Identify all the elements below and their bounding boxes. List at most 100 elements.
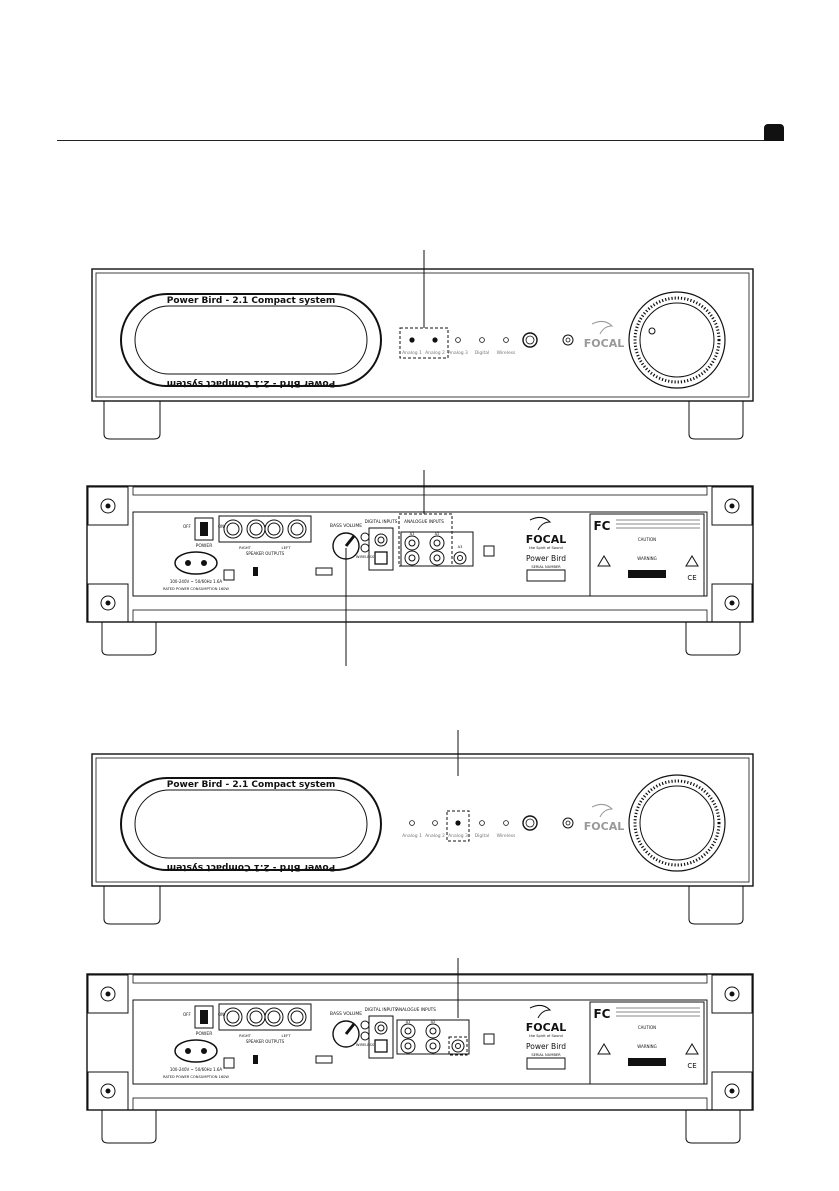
corner-tr <box>711 486 753 526</box>
led-wireless <box>503 337 509 343</box>
svg-text:RIGHT: RIGHT <box>239 545 252 550</box>
svg-text:FOCAL: FOCAL <box>526 1021 566 1034</box>
select-button <box>522 332 538 348</box>
svg-text:RATED POWER CONSUMPTION 160W: RATED POWER CONSUMPTION 160W <box>163 1075 229 1079</box>
svg-text:ANALOGUE INPUTS: ANALOGUE INPUTS <box>404 519 444 524</box>
svg-text:WARNING: WARNING <box>637 556 657 561</box>
svg-text:A2: A2 <box>431 1020 436 1024</box>
svg-text:LEFT: LEFT <box>282 545 292 550</box>
svg-text:FC: FC <box>593 1007 610 1021</box>
svg-text:CE: CE <box>687 1062 696 1070</box>
svg-text:Power Bird - 2.1 Compact syste: Power Bird - 2.1 Compact system <box>167 862 336 872</box>
page-tab-marker <box>764 124 784 141</box>
svg-text:Analog 1: Analog 1 <box>402 833 422 839</box>
foot-right <box>685 622 741 656</box>
svg-text:WIRELESS: WIRELESS <box>356 1043 375 1047</box>
chassis <box>86 485 754 623</box>
svg-text:Power Bird: Power Bird <box>526 554 566 563</box>
svg-text:POWER: POWER <box>196 1031 213 1037</box>
display-title-bottom: Power Bird - 2.1 Compact system <box>167 378 336 388</box>
bird-logo-icon <box>591 320 614 335</box>
front-panel-figure-2: Power Bird - 2.1 Compact system Power Bi… <box>91 730 754 925</box>
svg-text:Power Bird - 2.1 Compact syste: Power Bird - 2.1 Compact system <box>167 780 336 790</box>
svg-text:the Spirit of Sound: the Spirit of Sound <box>529 1034 563 1038</box>
speaker-outputs <box>218 515 312 543</box>
svg-text:POWER: POWER <box>196 543 213 549</box>
svg-text:WIRELESS: WIRELESS <box>356 555 375 559</box>
svg-text:SERIAL NUMBER: SERIAL NUMBER <box>531 1053 561 1057</box>
chassis <box>91 268 754 402</box>
callout-box <box>448 1036 468 1056</box>
display-window <box>120 777 382 871</box>
led-analog-3 <box>455 337 461 343</box>
chassis <box>91 753 754 887</box>
svg-text:CE: CE <box>687 574 696 582</box>
svg-text:RATED POWER CONSUMPTION 160W: RATED POWER CONSUMPTION 160W <box>163 587 229 591</box>
svg-text:100-240V ~ 50/60Hz 1.6A: 100-240V ~ 50/60Hz 1.6A <box>170 579 223 584</box>
svg-text:Wireless: Wireless <box>497 833 516 839</box>
volume-knob <box>628 291 726 389</box>
svg-text:the Spirit of Sound: the Spirit of Sound <box>529 546 563 550</box>
bird-logo-icon <box>529 516 552 531</box>
led-analog-2 <box>432 337 438 343</box>
svg-text:SPEAKER OUTPUTS: SPEAKER OUTPUTS <box>246 551 285 556</box>
headphone-jack <box>562 334 574 346</box>
rear-panel-figure-2: OFF ON POWER 100-240V ~ 50/60Hz 1.6A RAT… <box>86 958 754 1144</box>
svg-text:ON: ON <box>218 1012 224 1017</box>
svg-text:SERIAL NUMBER: SERIAL NUMBER <box>531 565 561 569</box>
svg-text:100-240V ~ 50/60Hz 1.6A: 100-240V ~ 50/60Hz 1.6A <box>170 1067 223 1072</box>
display-title-top: Power Bird - 2.1 Compact system <box>167 296 336 306</box>
callout-box <box>446 810 470 842</box>
chassis-inner <box>95 272 750 398</box>
display-window <box>120 293 382 387</box>
svg-text:ANALOGUE INPUTS: ANALOGUE INPUTS <box>396 1007 436 1012</box>
svg-text:Analog 3: Analog 3 <box>448 833 468 839</box>
led-label-analog-3: Analog 3 <box>448 350 468 356</box>
foot-left <box>101 622 157 656</box>
led-label-analog-2: Analog 2 <box>425 350 445 356</box>
rear-panel-figure-1: OFF ON POWER 100-240V ~ 50/60Hz 1.6A RAT… <box>86 470 754 666</box>
svg-text:A1: A1 <box>410 532 415 536</box>
dip-switch <box>315 567 333 576</box>
knob-indicator <box>648 327 656 335</box>
display-window-inner <box>134 305 368 375</box>
svg-text:LEFT: LEFT <box>282 1033 292 1038</box>
svg-text:BASS VOLUME: BASS VOLUME <box>330 523 362 529</box>
svg-text:OFF: OFF <box>183 524 191 529</box>
corner-bl <box>87 583 129 623</box>
foot-right <box>688 401 744 440</box>
svg-text:FC: FC <box>593 519 610 533</box>
corner-tl <box>87 486 129 526</box>
header-rule <box>57 140 783 141</box>
svg-text:RIGHT: RIGHT <box>239 1033 252 1038</box>
corner-br <box>711 583 753 623</box>
svg-text:CAUTION: CAUTION <box>638 537 656 542</box>
led-digital <box>479 337 485 343</box>
front-panel-figure-1: Power Bird - 2.1 Compact system Power Bi… <box>91 250 754 440</box>
svg-text:A3: A3 <box>458 545 463 549</box>
svg-text:CAUTION: CAUTION <box>638 1025 656 1030</box>
brand-logo: FOCAL <box>584 337 624 350</box>
svg-text:Analog 2: Analog 2 <box>425 833 445 839</box>
led-label-analog-1: Analog 1 <box>402 350 422 356</box>
svg-text:WARNING: WARNING <box>637 1044 657 1049</box>
svg-text:ON: ON <box>218 524 224 529</box>
power-switch <box>194 517 214 541</box>
mains-socket <box>174 551 218 575</box>
bass-volume-knob <box>332 532 360 560</box>
rear-plate <box>132 511 708 597</box>
led-analog-1 <box>409 337 415 343</box>
svg-text:A2: A2 <box>435 532 440 536</box>
svg-text:FOCAL: FOCAL <box>526 533 566 546</box>
svg-text:BASS VOLUME: BASS VOLUME <box>330 1011 362 1017</box>
svg-text:SPEAKER OUTPUTS: SPEAKER OUTPUTS <box>246 1039 285 1044</box>
svg-text:Power Bird: Power Bird <box>526 1042 566 1051</box>
svg-text:FOCAL: FOCAL <box>584 820 624 833</box>
led-label-wireless: Wireless <box>497 350 516 356</box>
foot-left <box>103 401 161 440</box>
svg-text:A1: A1 <box>406 1020 411 1024</box>
svg-text:DIGITAL INPUTS: DIGITAL INPUTS <box>365 1007 398 1012</box>
svg-text:DIGITAL INPUTS: DIGITAL INPUTS <box>365 519 398 524</box>
svg-text:OFF: OFF <box>183 1012 191 1017</box>
svg-text:Digital: Digital <box>475 833 490 839</box>
